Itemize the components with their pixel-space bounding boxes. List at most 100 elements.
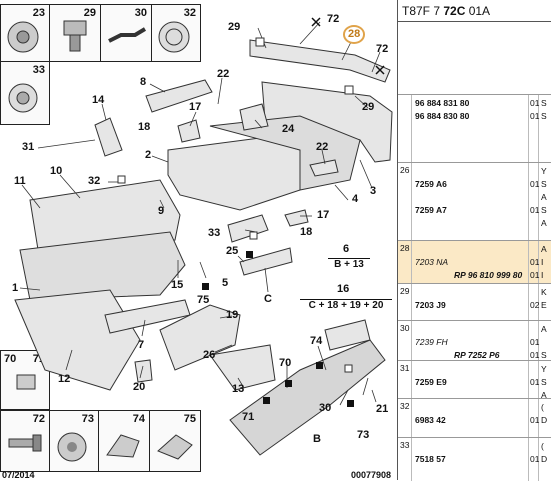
callout-6[interactable]: 6 [343,243,350,255]
callout-32[interactable]: 32 [88,175,101,187]
grommet-icon [8,83,38,113]
thumb-number: 30 [134,7,147,19]
part-reference[interactable]: 7259 A6 [415,179,447,189]
part-reference[interactable]: 7259 A7 [415,205,447,215]
thumb-number: 72 [32,413,45,425]
callout-29[interactable]: 29 [362,101,375,113]
column-divider [528,163,529,241]
callout-17[interactable]: 17 [189,101,202,113]
description-truncated: S [541,350,547,360]
callout-7[interactable]: 7 [138,339,145,351]
callout-8[interactable]: 8 [140,76,147,88]
bracket-icon [106,434,140,458]
callout-16[interactable]: 16 [337,283,350,295]
thumb-part-29[interactable]: 29 [49,4,101,62]
column-divider [528,284,529,321]
callout-24[interactable]: 24 [282,123,295,135]
description-truncated: I [541,257,544,267]
callout-10[interactable]: 10 [50,165,63,177]
callout-26[interactable]: 26 [203,349,216,361]
replacement-reference[interactable]: RP 96 810 999 80 [454,270,523,280]
thumb-part-74[interactable]: 74 [98,410,150,472]
header-suffix: 01A [465,4,491,18]
callout-12[interactable]: 12 [58,373,71,385]
thumb-number: 75 [183,413,196,425]
callout-3[interactable]: 3 [370,185,377,197]
callout-29[interactable]: 29 [228,21,241,33]
description-truncated: ( [541,441,544,451]
row-index: 29 [400,286,410,296]
description-truncated: A [541,218,547,228]
callout-28-highlighted[interactable]: 28 [343,25,366,44]
part-reference[interactable]: 7203 NA [415,257,449,267]
quantity: 01 [530,337,540,347]
callout-33[interactable]: 33 [208,227,221,239]
callout-17[interactable]: 17 [317,209,330,221]
description-truncated: K [541,287,547,297]
thumb-part-23[interactable]: 23 [0,4,50,62]
part-reference[interactable]: 96 884 830 80 [415,111,470,121]
callout-18[interactable]: 18 [300,226,313,238]
thumb-part-32[interactable]: 32 [151,4,201,62]
thumb-part-75[interactable]: 75 [149,410,201,472]
callout-30[interactable]: 30 [319,402,332,414]
clip-icon [16,374,36,390]
callout-20[interactable]: 20 [133,381,146,393]
quantity: 01 [530,98,540,108]
part-reference[interactable]: 96 884 831 80 [415,98,470,108]
callout-11[interactable]: 11 [14,175,26,187]
description-truncated: A [541,390,547,400]
thumb-part-33[interactable]: 33 [0,61,50,125]
replacement-reference[interactable]: RP 7252 P6 [454,350,500,360]
callout-74[interactable]: 74 [310,335,323,347]
callout-1[interactable]: 1 [12,282,19,294]
part-reference[interactable]: 6983 42 [415,415,446,425]
column-divider [528,438,529,481]
thumb-part-73[interactable]: 73 [49,410,99,472]
callout-25[interactable]: 25 [226,245,239,257]
callout-4[interactable]: 4 [352,193,359,205]
description-truncated: ( [541,402,544,412]
callout-72[interactable]: 72 [376,43,389,55]
callout-19[interactable]: 19 [226,309,239,321]
callout-72[interactable]: 72 [327,13,340,25]
callout-70[interactable]: 70 [279,357,292,369]
part-reference[interactable]: 7239 FH [415,337,448,347]
thumb-number: 23 [32,7,45,19]
callout-18[interactable]: 18 [138,121,151,133]
description-truncated: A [541,324,547,334]
callout-31[interactable]: 31 [22,141,35,153]
footer-doc-id: 00077908 [351,470,392,480]
row-index: 28 [400,243,410,253]
thumb-number: 33 [32,64,45,76]
callout-71[interactable]: 71 [242,411,255,423]
column-divider [411,163,412,241]
callout-5[interactable]: 5 [222,277,229,289]
callout-15[interactable]: 15 [171,279,184,291]
callout-C[interactable]: C [264,293,272,305]
callout-2[interactable]: 2 [145,149,152,161]
callout-22[interactable]: 22 [316,141,329,153]
part-reference[interactable]: 7518 57 [415,454,446,464]
column-divider [538,241,539,284]
callout-21[interactable]: 21 [376,403,389,415]
formula-16: C + 18 + 19 + 20 [300,299,392,311]
callout-9[interactable]: 9 [158,205,165,217]
callout-13[interactable]: 13 [232,383,245,395]
callout-75[interactable]: 75 [197,294,210,306]
callout-22[interactable]: 22 [217,68,230,80]
quantity: 01 [530,377,540,387]
callout-B[interactable]: B [313,433,321,445]
callout-14[interactable]: 14 [92,94,105,106]
part-reference[interactable]: 7259 E9 [415,377,447,387]
part-reference[interactable]: 7203 J9 [415,300,446,310]
callout-73[interactable]: 73 [357,429,370,441]
